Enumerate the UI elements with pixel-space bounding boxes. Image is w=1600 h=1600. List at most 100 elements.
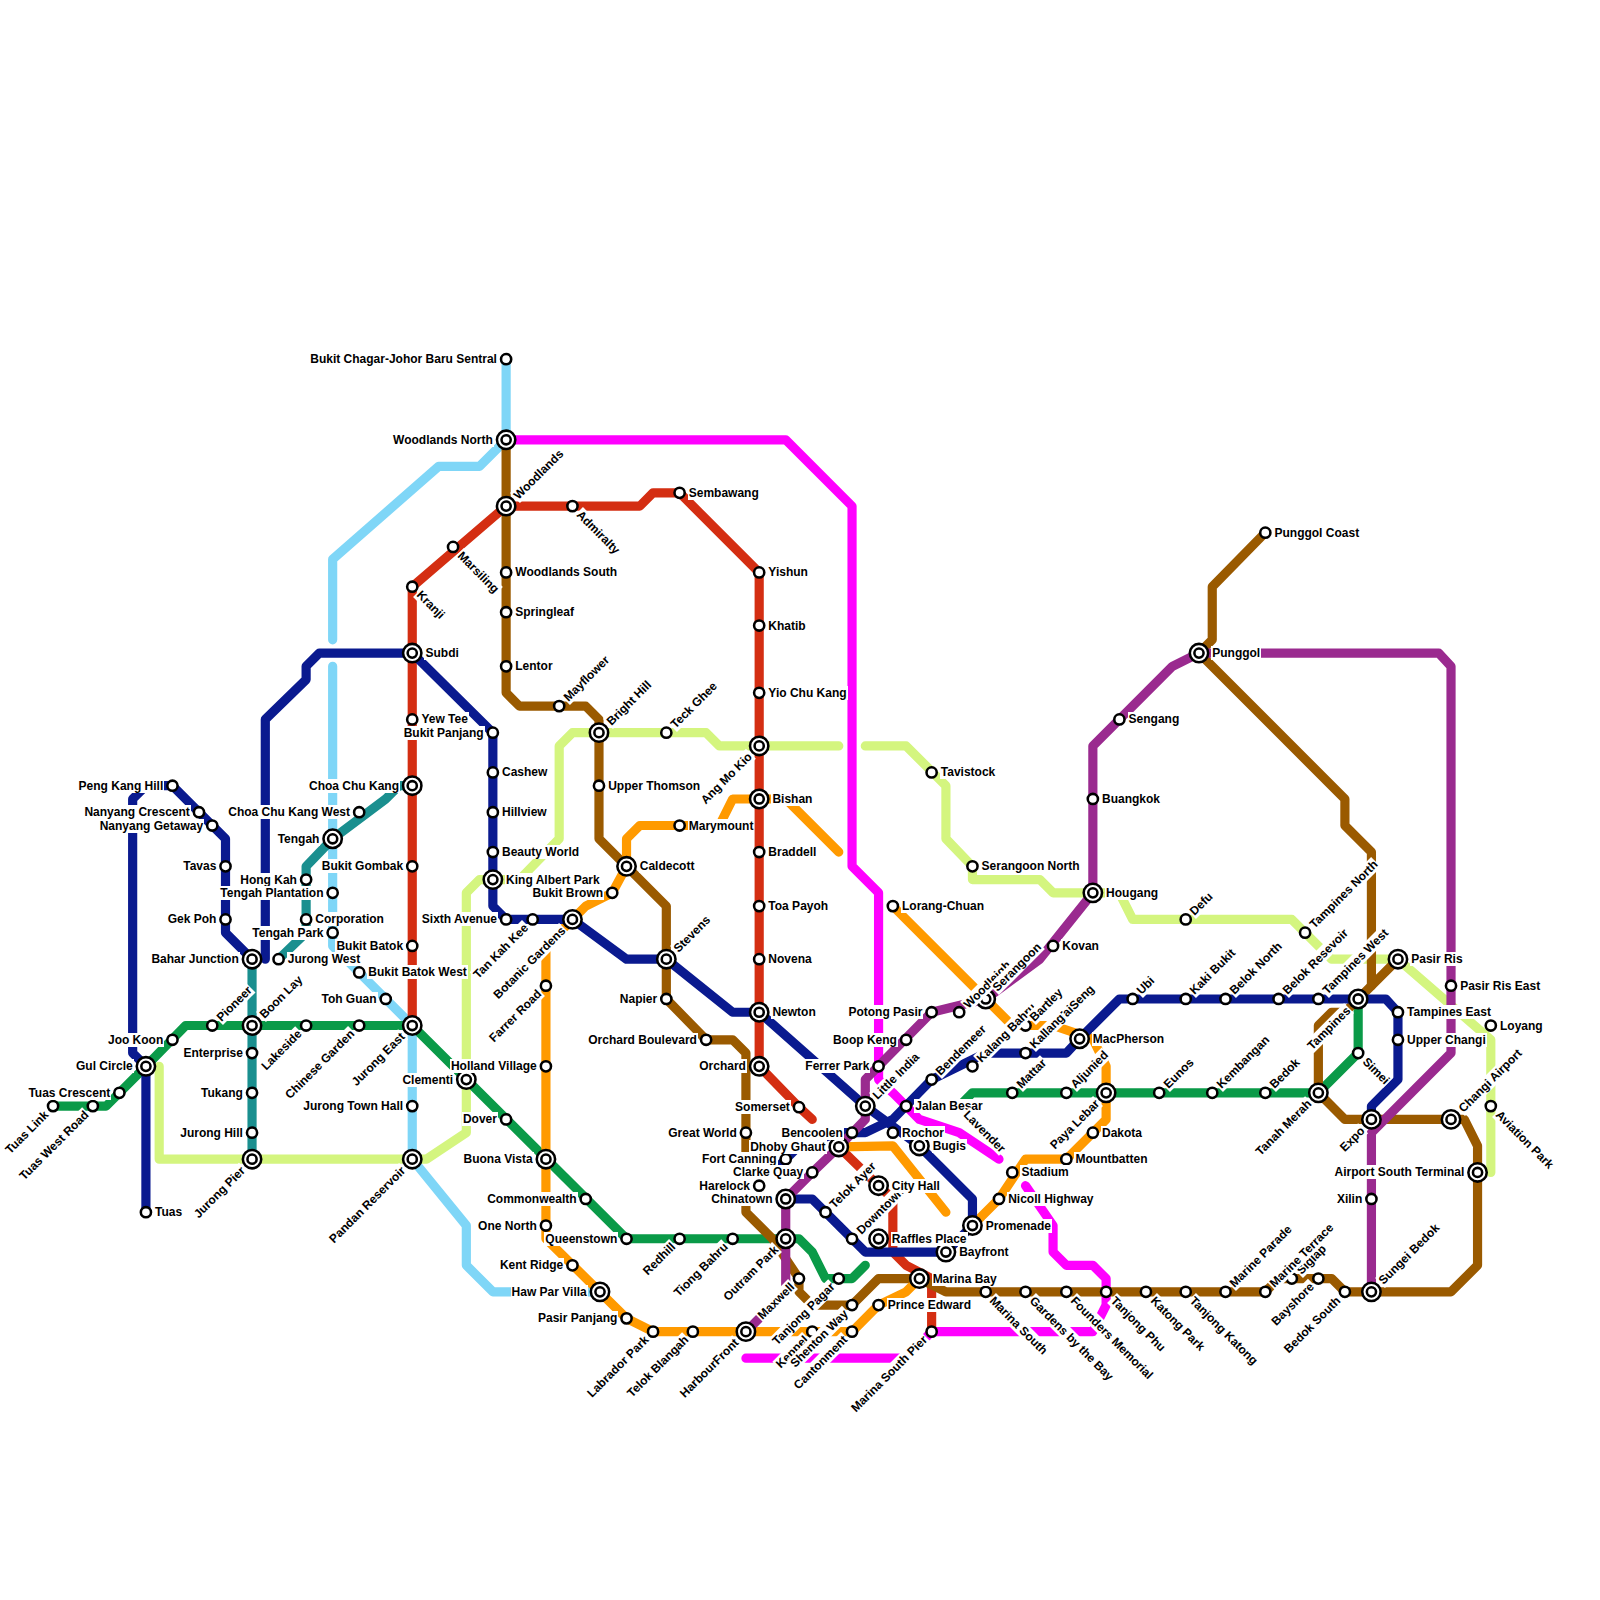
station-marker xyxy=(737,1322,755,1340)
station-marker xyxy=(661,994,671,1004)
station-label: Tengah Park xyxy=(251,926,324,940)
station-label: Ferrer Park xyxy=(804,1059,870,1073)
station-marker xyxy=(915,1274,924,1283)
station-marker xyxy=(247,1021,256,1030)
station-marker xyxy=(567,501,577,511)
station-label: Tanah Merah xyxy=(1252,1096,1315,1159)
station-marker xyxy=(141,1062,150,1071)
station-marker xyxy=(777,1190,795,1208)
station-marker xyxy=(1446,1115,1455,1124)
station-label: Dakota xyxy=(1101,1126,1143,1140)
station-marker xyxy=(888,901,898,911)
station-marker xyxy=(901,1101,911,1111)
station-marker xyxy=(88,1101,98,1111)
station-marker xyxy=(1101,1287,1111,1297)
station-marker xyxy=(967,861,977,871)
station-marker xyxy=(1309,1084,1327,1102)
station-label: Simei xyxy=(1359,1054,1393,1088)
station-marker xyxy=(207,1020,217,1030)
station-label: Prince Edward xyxy=(887,1298,972,1312)
station-label: Sixth Avenue xyxy=(421,912,498,926)
station-label: Jurong Town Hall xyxy=(302,1099,404,1113)
station-marker xyxy=(1442,1110,1460,1128)
station-marker xyxy=(408,1155,417,1164)
station-label: Aviation Park xyxy=(1492,1107,1557,1172)
station-label: Queenstown xyxy=(544,1232,618,1246)
station-marker xyxy=(1070,1030,1088,1048)
station-marker xyxy=(674,820,684,830)
station-marker xyxy=(554,701,564,711)
station-marker xyxy=(915,1141,924,1150)
station-label: Xilin xyxy=(1336,1192,1363,1206)
station-marker xyxy=(674,1234,684,1244)
station-label: Jurong Hill xyxy=(179,1126,244,1140)
station-label: Dhoby Ghaut xyxy=(749,1140,826,1154)
station-marker xyxy=(1349,990,1367,1008)
station-marker xyxy=(1097,1084,1115,1102)
station-marker xyxy=(247,1088,257,1098)
station-label: Yio Chu Kang xyxy=(767,686,847,700)
station-label: Boon Lay xyxy=(256,972,306,1022)
station-marker xyxy=(869,1230,887,1248)
station-marker xyxy=(755,1008,764,1017)
station-marker xyxy=(1313,1273,1323,1283)
metro-line xyxy=(893,906,1106,1225)
station-label: Lentor xyxy=(514,659,553,673)
station-marker xyxy=(1366,1194,1376,1204)
station-label: Choa Chu Kang West xyxy=(227,805,351,819)
station-marker xyxy=(403,1150,421,1168)
station-label: Serangoon North xyxy=(981,859,1081,873)
station-label: MacPherson xyxy=(1092,1032,1165,1046)
station-label: Tampines East xyxy=(1406,1005,1492,1019)
station-marker xyxy=(781,1234,790,1243)
station-marker xyxy=(856,1097,874,1115)
station-label: Hougang xyxy=(1105,886,1159,900)
station-label: Bedok xyxy=(1266,1055,1303,1092)
station-marker xyxy=(750,737,768,755)
station-marker xyxy=(301,874,311,884)
station-label: Buangkok xyxy=(1101,792,1161,806)
station-marker xyxy=(1128,994,1138,1004)
station-marker xyxy=(621,1313,631,1323)
station-label: Gek Poh xyxy=(167,912,218,926)
station-marker xyxy=(501,354,511,364)
station-marker xyxy=(621,1234,631,1244)
station-marker xyxy=(1181,994,1191,1004)
station-marker xyxy=(657,950,675,968)
station-label: Joo Koon xyxy=(107,1033,164,1047)
station-marker xyxy=(328,888,338,898)
station-marker xyxy=(594,781,604,791)
station-marker xyxy=(220,914,230,924)
station-label: Beauty World xyxy=(501,845,580,859)
station-marker xyxy=(502,435,511,444)
station-label: Tengah Plantation xyxy=(219,886,324,900)
metro-line xyxy=(265,653,972,1252)
station-marker xyxy=(750,790,768,808)
station-label: Buona Vista xyxy=(463,1152,534,1166)
station-marker xyxy=(927,1327,937,1337)
station-marker xyxy=(1102,1088,1111,1097)
station-marker xyxy=(1260,528,1270,538)
station-marker xyxy=(754,567,764,577)
station-label: Marina Bay xyxy=(932,1272,998,1286)
station-marker xyxy=(243,950,261,968)
station-marker xyxy=(1367,1287,1376,1296)
station-label: Tavistock xyxy=(940,765,996,779)
station-label: Pasir Ris xyxy=(1410,952,1463,966)
station-label: Yishun xyxy=(767,565,809,579)
station-marker xyxy=(754,688,764,698)
station-marker xyxy=(1088,794,1098,804)
station-label: Belok North xyxy=(1226,939,1285,998)
station-label: Sungei Bedok xyxy=(1375,1220,1443,1288)
station-label: Great World xyxy=(667,1126,737,1140)
station-label: Newton xyxy=(771,1005,816,1019)
station-marker xyxy=(220,861,230,871)
metro-line xyxy=(506,440,1477,1305)
station-label: Hong Kah xyxy=(239,873,298,887)
station-label: Airport South Terminal xyxy=(1334,1165,1466,1179)
station-label: Woodlands xyxy=(510,446,567,503)
station-marker xyxy=(408,1021,417,1030)
station-marker xyxy=(591,1283,609,1301)
station-marker xyxy=(820,1207,830,1217)
station-marker xyxy=(781,1194,790,1203)
